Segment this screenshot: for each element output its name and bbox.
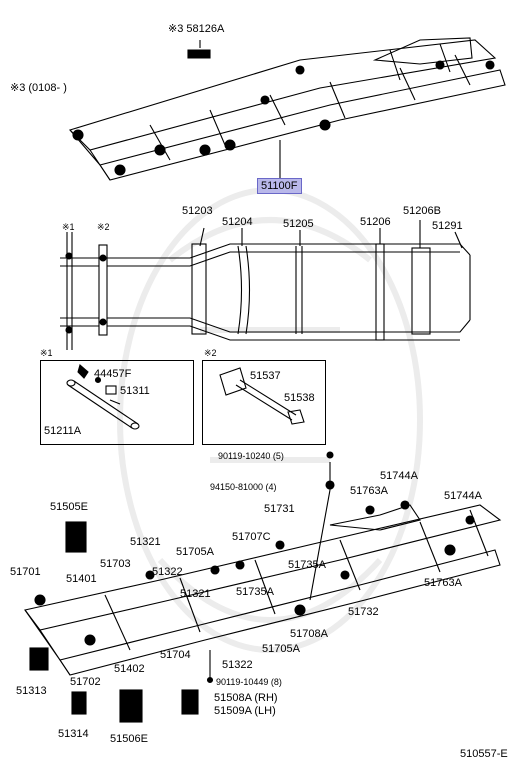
label-51735a-2[interactable]: 51735A [236,586,274,598]
label-51732[interactable]: 51732 [348,606,379,618]
label-51100f[interactable]: 51100F [257,178,302,194]
detail-box-2 [202,360,326,445]
label-51508a[interactable]: 51508A (RH) [214,692,278,704]
bottom-frame-assembly [24,451,502,723]
label-58126a[interactable]: ※3 58126A [168,23,225,35]
label-51321-b[interactable]: 51321 [180,588,211,600]
label-51509a[interactable]: 51509A (LH) [214,705,276,717]
label-51538[interactable]: 51538 [284,392,315,404]
label-note-0108: ※3 (0108- ) [10,82,67,94]
label-51735a-1[interactable]: 51735A [288,559,326,571]
label-51291[interactable]: 51291 [432,220,463,232]
label-51744a-top[interactable]: 51744A [380,470,418,482]
label-51311[interactable]: 51311 [120,385,150,397]
label-94150-81000[interactable]: 94150-81000 (4) [210,482,277,492]
label-51402[interactable]: 51402 [114,663,145,675]
label-51206b[interactable]: 51206B [403,205,441,217]
label-mark-1: ※1 [62,222,75,232]
label-51708a[interactable]: 51708A [290,628,328,640]
label-51744a-right[interactable]: 51744A [444,490,482,502]
label-51401[interactable]: 51401 [66,573,97,585]
label-51703[interactable]: 51703 [100,558,131,570]
label-51322-a[interactable]: 51322 [152,566,183,578]
label-90119-10449[interactable]: 90119-10449 (8) [216,677,282,687]
label-51701[interactable]: 51701 [10,566,41,578]
detail-box-2-parts [219,367,305,425]
footer-code: 510557-E [460,748,508,760]
label-51205[interactable]: 51205 [283,218,314,230]
label-90119-10240[interactable]: 90119-10240 (5) [218,451,284,461]
label-51537[interactable]: 51537 [250,370,281,382]
label-51211a[interactable]: 51211A [44,425,82,437]
label-mark-2: ※2 [97,222,110,232]
label-51203[interactable]: 51203 [182,205,213,217]
label-box2-title: ※2 [204,348,217,358]
plan-view-frame [60,220,471,350]
label-box1-title: ※1 [40,348,53,358]
label-51704[interactable]: 51704 [160,649,191,661]
label-51204[interactable]: 51204 [222,216,253,228]
label-51505e[interactable]: 51505E [50,501,88,513]
detail-box-1 [40,360,194,445]
label-51314[interactable]: 51314 [58,728,89,740]
top-frame-assembly [68,37,506,181]
part-58126A-strip [187,49,211,59]
label-44457f[interactable]: 44457F [94,368,132,380]
label-51702[interactable]: 51702 [70,676,101,688]
label-51705a-2[interactable]: 51705A [262,643,300,655]
label-51206[interactable]: 51206 [360,216,391,228]
label-51313[interactable]: 51313 [16,685,47,697]
label-51731[interactable]: 51731 [264,503,295,515]
label-51506e[interactable]: 51506E [110,733,148,745]
label-51322-b[interactable]: 51322 [222,659,253,671]
label-51707c[interactable]: 51707C [232,531,271,543]
label-51321-a[interactable]: 51321 [130,536,161,548]
label-51763a-top[interactable]: 51763A [350,485,388,497]
label-51705a-1[interactable]: 51705A [176,546,214,558]
label-51763a-right[interactable]: 51763A [424,577,462,589]
detail-box-1-parts [66,364,140,430]
